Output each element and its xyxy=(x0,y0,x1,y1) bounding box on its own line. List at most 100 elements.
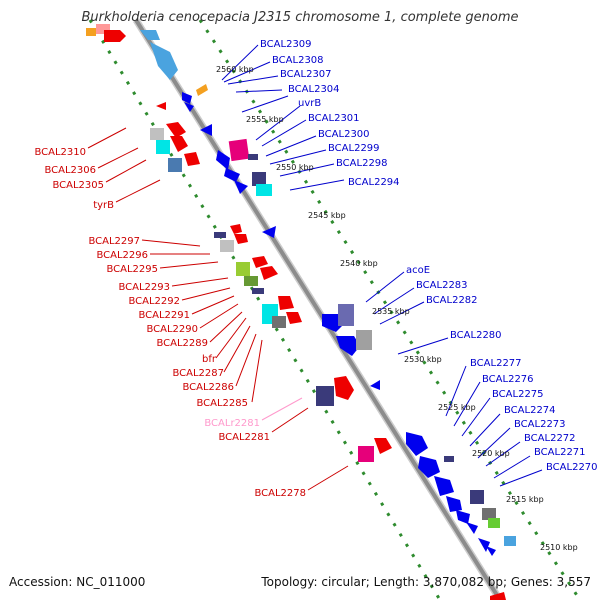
gene-block-top-pink[interactable] xyxy=(96,24,110,34)
gene-blue-a[interactable] xyxy=(182,92,192,104)
gene-navy-4[interactable] xyxy=(470,490,484,504)
gene-red-l[interactable] xyxy=(374,438,392,454)
gene-blue-p[interactable] xyxy=(466,522,478,534)
gene-green-2[interactable] xyxy=(236,262,250,276)
gene-label-bcalr2281[interactable]: BCALr2281 xyxy=(204,418,260,429)
gene-label-bcal2274[interactable]: BCAL2274 xyxy=(504,405,556,416)
gene-navy-6[interactable] xyxy=(214,232,226,238)
gene-label-acoe[interactable]: acoE xyxy=(406,265,430,276)
gene-label-bcal2306[interactable]: BCAL2306 xyxy=(44,165,96,176)
gene-navy-5[interactable] xyxy=(444,456,454,462)
gene-blue-j[interactable] xyxy=(370,380,380,390)
gene-blue-o[interactable] xyxy=(456,510,470,524)
gene-red-e[interactable] xyxy=(230,224,242,234)
gene-blue-g[interactable] xyxy=(262,226,276,238)
gene-label-bcal2310[interactable]: BCAL2310 xyxy=(34,147,86,158)
gene-label-bcal2298[interactable]: BCAL2298 xyxy=(336,158,388,169)
gene-label-bcal2301[interactable]: BCAL2301 xyxy=(308,113,360,124)
gene-label-bcal2291[interactable]: BCAL2291 xyxy=(138,310,190,321)
gene-label-tyrb[interactable]: tyrB xyxy=(93,200,114,211)
gene-blue-e[interactable] xyxy=(224,168,240,182)
gene-label-bcal2292[interactable]: BCAL2292 xyxy=(128,296,180,307)
gene-navy-8[interactable] xyxy=(316,386,334,406)
gene-label-bcal2281[interactable]: BCAL2281 xyxy=(218,432,270,443)
gene-red-bottom[interactable] xyxy=(490,592,506,600)
gene-gray-1[interactable] xyxy=(356,330,372,350)
gene-label-bcal2277[interactable]: BCAL2277 xyxy=(470,358,522,369)
gene-blue-n[interactable] xyxy=(446,496,462,512)
gene-label-bcal2304[interactable]: BCAL2304 xyxy=(288,84,340,95)
gene-label-bcal2297[interactable]: BCAL2297 xyxy=(88,236,140,247)
gene-blue-c[interactable] xyxy=(200,124,212,136)
gene-label-uvrb[interactable]: uvrB xyxy=(298,98,321,109)
gene-label-bcal2296[interactable]: BCAL2296 xyxy=(96,250,148,261)
gene-label-bcal2289[interactable]: BCAL2289 xyxy=(156,338,208,349)
gene-label-bcal2271[interactable]: BCAL2271 xyxy=(534,447,586,458)
gene-gray-2[interactable] xyxy=(482,508,496,520)
gene-red-c[interactable] xyxy=(170,136,188,152)
gene-label-bcal2282[interactable]: BCAL2282 xyxy=(426,295,478,306)
gene-orange[interactable] xyxy=(196,84,208,96)
gene-cyan-2[interactable] xyxy=(156,140,170,154)
gene-label-bcal2285[interactable]: BCAL2285 xyxy=(196,398,248,409)
gene-gray-5[interactable] xyxy=(272,316,286,328)
gene-label-bcal2270[interactable]: BCAL2270 xyxy=(546,462,598,473)
gene-red-k[interactable] xyxy=(334,376,354,400)
gene-label-bcal2294[interactable]: BCAL2294 xyxy=(348,177,400,188)
gene-label-bcal2278[interactable]: BCAL2278 xyxy=(254,488,306,499)
gene-green-1[interactable] xyxy=(488,518,500,528)
gene-cyan-1[interactable] xyxy=(256,184,272,196)
gene-red-i[interactable] xyxy=(278,296,294,310)
gene-label-bcal2276[interactable]: BCAL2276 xyxy=(482,374,534,385)
gene-label-bcal2305[interactable]: BCAL2305 xyxy=(52,180,104,191)
gene-magenta-2[interactable] xyxy=(358,446,374,462)
gene-red-d[interactable] xyxy=(184,152,200,166)
gene-arrow-skyblue-1[interactable] xyxy=(140,30,160,40)
gene-label-bcal2295[interactable]: BCAL2295 xyxy=(106,264,158,275)
gene-navy-2[interactable] xyxy=(252,172,266,186)
gene-label-bcal2283[interactable]: BCAL2283 xyxy=(416,280,468,291)
gene-magenta[interactable] xyxy=(228,138,250,162)
gene-red-f[interactable] xyxy=(234,234,248,244)
gene-blue-q[interactable] xyxy=(478,538,490,552)
gene-label-bcal2273[interactable]: BCAL2273 xyxy=(514,419,566,430)
gene-label-bcal2308[interactable]: BCAL2308 xyxy=(272,55,324,66)
gene-blue-k[interactable] xyxy=(406,432,428,456)
gene-blue-r[interactable] xyxy=(486,546,496,556)
gene-navy-7[interactable] xyxy=(252,288,264,294)
gene-label-bcal2300[interactable]: BCAL2300 xyxy=(318,129,370,140)
gene-label-bcal2293[interactable]: BCAL2293 xyxy=(118,282,170,293)
gene-navy-1[interactable] xyxy=(248,154,258,160)
gene-arrow-top-red[interactable] xyxy=(104,30,126,42)
gene-steel-1[interactable] xyxy=(168,158,182,172)
gene-label-bcal2286[interactable]: BCAL2286 xyxy=(182,382,234,393)
gene-blue-d[interactable] xyxy=(216,150,230,170)
gene-label-bcal2272[interactable]: BCAL2272 xyxy=(524,433,576,444)
gene-label-bcal2275[interactable]: BCAL2275 xyxy=(492,389,544,400)
gene-blue-m[interactable] xyxy=(434,476,454,496)
gene-label-bcal2280[interactable]: BCAL2280 xyxy=(450,330,502,341)
gene-label-bcal2299[interactable]: BCAL2299 xyxy=(328,143,380,154)
gene-label-bcal2290[interactable]: BCAL2290 xyxy=(146,324,198,335)
gene-label-bcal2309[interactable]: BCAL2309 xyxy=(260,39,312,50)
gene-navy-3[interactable] xyxy=(338,304,354,326)
gene-skyblue-3[interactable] xyxy=(504,536,516,546)
gene-label-bcal2287[interactable]: BCAL2287 xyxy=(172,368,224,379)
gene-red-g[interactable] xyxy=(252,256,268,268)
gene-gray-4[interactable] xyxy=(220,240,234,252)
gene-blue-f[interactable] xyxy=(234,180,248,194)
gene-blue-l[interactable] xyxy=(418,456,440,478)
gene-red-h[interactable] xyxy=(260,266,278,280)
gene-blue-b[interactable] xyxy=(184,102,194,112)
gene-green-3[interactable] xyxy=(244,276,258,286)
gene-gray-3[interactable] xyxy=(150,128,164,140)
gene-blue-i[interactable] xyxy=(336,336,360,356)
topology-summary: Topology: circular; Length: 3,870,082 bp… xyxy=(261,575,591,589)
gene-red-a[interactable] xyxy=(156,102,166,110)
gene-label-bfr[interactable]: bfr xyxy=(202,354,217,365)
gene-red-b[interactable] xyxy=(166,122,186,138)
gene-arrow-skyblue-2[interactable] xyxy=(150,42,178,80)
gene-arrow-top-orange[interactable] xyxy=(86,28,96,36)
gene-red-j[interactable] xyxy=(286,312,302,324)
gene-label-bcal2307[interactable]: BCAL2307 xyxy=(280,69,332,80)
